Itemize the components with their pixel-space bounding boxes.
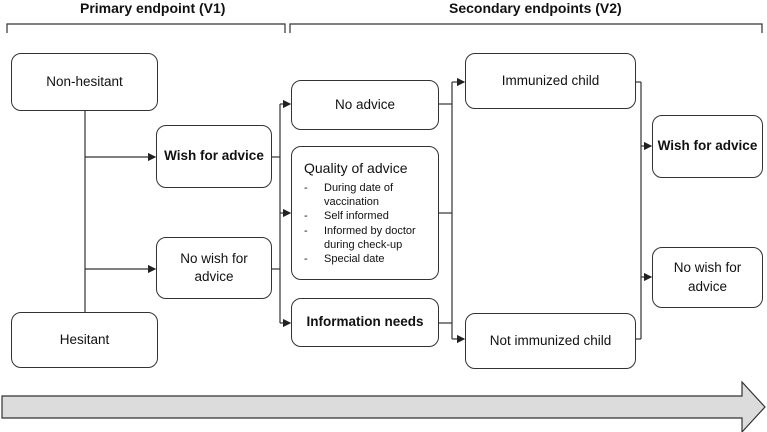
wish-for-advice-v2-box: Wish for advice — [652, 115, 763, 178]
secondary-endpoints-header: Secondary endpoints (V2) — [449, 0, 622, 16]
information-needs-box: Information needs — [291, 298, 439, 347]
immunized-child-box: Immunized child — [465, 53, 636, 109]
list-item: Self informed — [304, 209, 430, 224]
wish-for-advice-box: Wish for advice — [156, 125, 272, 188]
secondary-bracket — [289, 23, 763, 33]
primary-endpoint-header: Primary endpoint (V1) — [80, 0, 226, 16]
hesitant-box: Hesitant — [11, 312, 158, 368]
no-advice-box: No advice — [291, 80, 439, 130]
list-item: Informed by doctor during check-up — [304, 224, 430, 253]
quality-of-advice-title: Quality of advice — [304, 160, 408, 176]
non-hesitant-box: Non-hesitant — [11, 53, 158, 111]
no-wish-for-advice-box: No wish for advice — [156, 237, 272, 299]
quality-of-advice-box: Quality of advice During date of vaccina… — [291, 146, 439, 280]
timeline-arrow — [1, 380, 766, 432]
no-wish-for-advice-v2-box: No wish for advice — [652, 247, 763, 308]
not-immunized-child-box: Not immunized child — [465, 313, 636, 369]
list-item: Special date — [304, 252, 430, 267]
quality-of-advice-list: During date of vaccination Self informed… — [304, 181, 430, 267]
primary-bracket — [6, 23, 286, 33]
list-item: During date of vaccination — [304, 181, 430, 210]
